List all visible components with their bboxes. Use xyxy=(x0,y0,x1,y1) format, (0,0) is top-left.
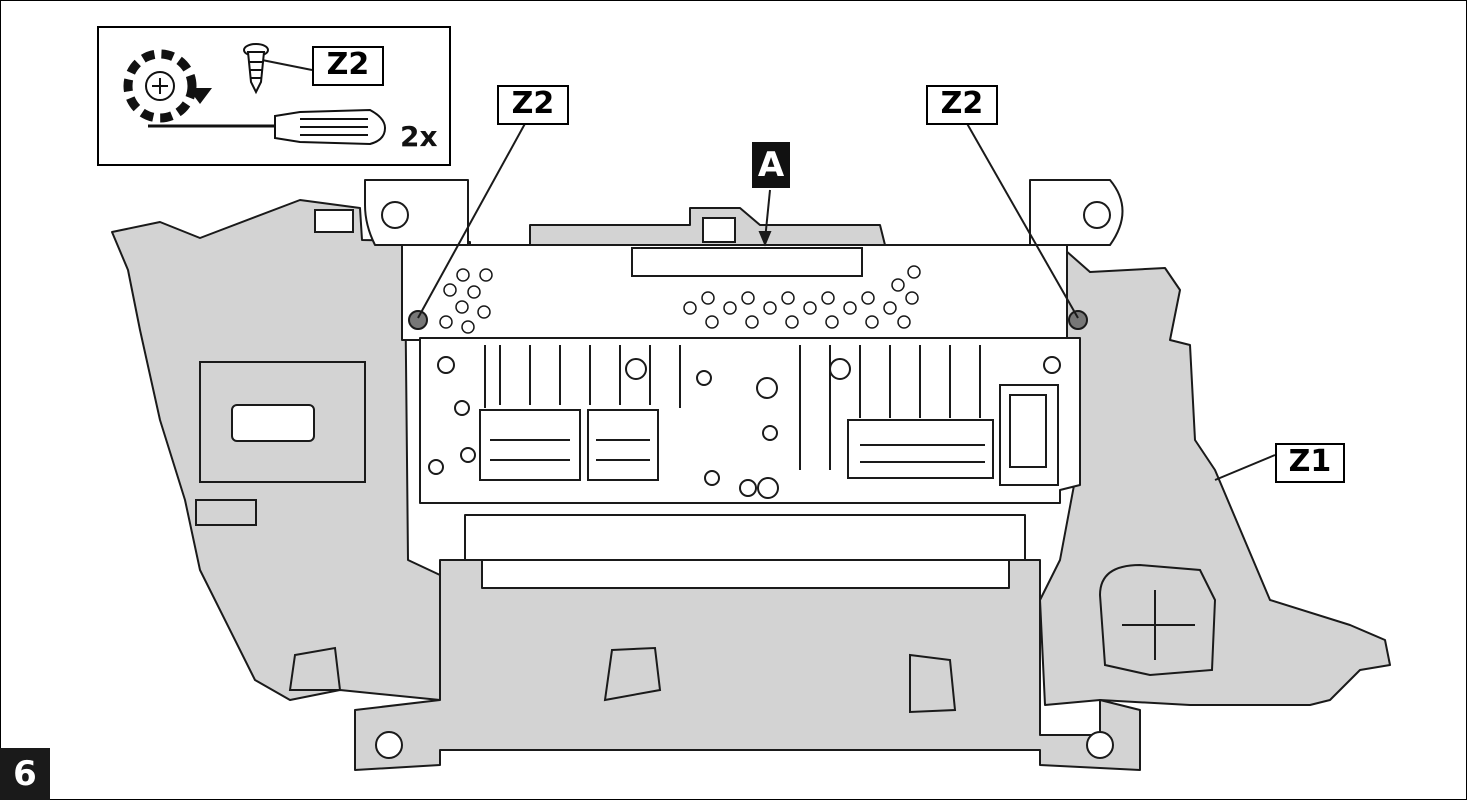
label-z2-left: Z2 xyxy=(497,85,569,125)
ear-hole-top-right xyxy=(1083,201,1111,229)
tool-quantity: 2x xyxy=(400,120,438,153)
ear-hole-bottom-right xyxy=(1086,731,1114,759)
ear-hole-top-left xyxy=(381,201,409,229)
connector-block-left xyxy=(479,345,681,481)
label-z2-right: Z2 xyxy=(926,85,998,125)
clip-hook-2 xyxy=(603,646,662,702)
bottom-frame xyxy=(354,559,1141,771)
phillips-screwdriver-icon xyxy=(148,108,387,146)
clip-hook-1 xyxy=(288,646,342,691)
label-z1: Z1 xyxy=(1275,443,1345,483)
label-a: A xyxy=(752,142,790,188)
leader-z1 xyxy=(1214,454,1276,481)
screw-z2-right xyxy=(1068,310,1088,330)
ear-hole-bottom-left xyxy=(375,731,403,759)
connector-block-right xyxy=(799,345,1059,486)
leader-z2-left xyxy=(417,119,528,319)
label-z2-tool: Z2 xyxy=(312,46,384,86)
lower-bay xyxy=(464,514,1026,561)
top-left-ear xyxy=(364,179,469,246)
screw-icon xyxy=(243,43,269,95)
step-number: 6 xyxy=(0,748,50,800)
lower-bay-inner xyxy=(481,559,1010,589)
right-connector-housing xyxy=(1098,563,1217,677)
clip-hook-3 xyxy=(909,653,957,714)
tool-info-box xyxy=(97,26,451,166)
head-unit-plate xyxy=(401,244,1068,341)
screw-z2-left xyxy=(408,310,428,330)
counterclockwise-rotation-icon xyxy=(123,49,212,123)
vent-holes xyxy=(439,265,921,334)
left-module xyxy=(195,361,366,526)
leader-z2-tool xyxy=(261,59,313,71)
leader-z2-right xyxy=(964,119,1079,319)
